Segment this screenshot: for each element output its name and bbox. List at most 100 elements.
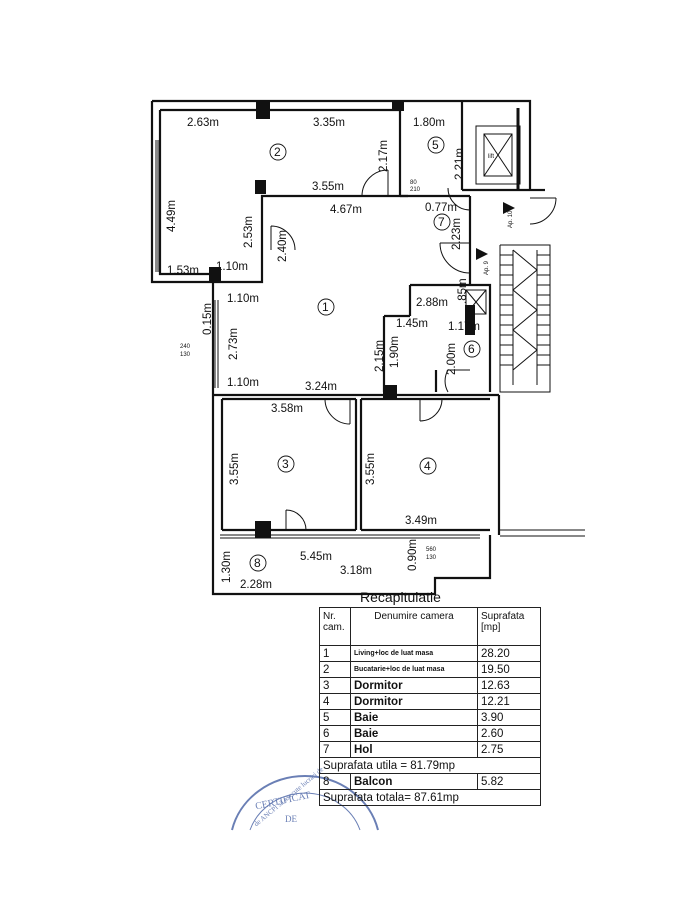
dimension: 1.53m: [167, 265, 199, 277]
dimension: 3.58m: [271, 403, 303, 415]
dimension: 3.55m: [229, 453, 241, 485]
room-number-circle: [317, 298, 335, 316]
header-cell: Nr. cam.: [319, 607, 351, 646]
table-cell: Dormitor: [350, 677, 478, 694]
table-cell: 28.20: [477, 645, 541, 662]
dimension: 3.18m: [340, 565, 372, 577]
dimension: 1.80m: [413, 117, 445, 129]
table-cell: Bucatarie+loc de luat masa: [350, 661, 478, 678]
dimension: 1.30m: [221, 551, 233, 583]
dimension: 2.28m: [240, 579, 272, 591]
walls: [150, 99, 545, 596]
room-numbers: 2 1 3 4 5 6 7 8: [249, 136, 481, 572]
ap10-label: Ap. 10: [508, 210, 514, 228]
window-mark: 130: [180, 352, 191, 358]
room-number: 5: [432, 138, 439, 152]
room-number: 6: [468, 342, 475, 356]
dimension: 0.90m: [407, 539, 419, 571]
dimension-labels: 2.63m 3.35m 1.80m 3.55m 4.67m 0.77m 1.53…: [166, 117, 480, 591]
table-cell: 1: [319, 645, 351, 662]
room-number: 7: [438, 215, 445, 229]
room-number-circle: [463, 340, 481, 358]
staircase: [499, 244, 551, 393]
table-cell: 8: [319, 773, 351, 790]
table-row: 6 Baie 2.60: [319, 725, 541, 742]
dimension: 5.45m: [300, 551, 332, 563]
room-number: 1: [322, 300, 329, 314]
entry-arrows: [476, 202, 515, 260]
table-row: 5 Baie 3.90: [319, 709, 541, 726]
structural-columns: [209, 101, 475, 538]
table-cell: 2: [319, 661, 351, 678]
room-number-circle: [249, 554, 267, 572]
table-cell: Living+loc de luat masa: [350, 645, 478, 662]
table-cell: 6: [319, 725, 351, 742]
dimension: 2.17m: [378, 140, 390, 172]
dimension: 2.23m: [451, 218, 463, 250]
table-row: 1 Living+loc de luat masa 28.20: [319, 645, 541, 662]
table-cell: Balcon: [350, 773, 478, 790]
room-number-circle: [277, 455, 295, 473]
table-cell: Dormitor: [350, 693, 478, 710]
room-number-circle: [433, 213, 451, 231]
dimension: 1.10m: [227, 377, 259, 389]
table-cell: 5: [319, 709, 351, 726]
dimension: 2.21m: [454, 148, 466, 180]
recap-table: Nr. cam. Denumire camera Suprafata [mp] …: [319, 607, 541, 806]
dimension: 2.00m: [446, 343, 458, 375]
table-cell: Baie: [350, 725, 478, 742]
ap9-label: Ap. 9: [484, 260, 490, 275]
dimension: 3.55m: [365, 453, 377, 485]
table-row: 8 Balcon 5.82: [319, 773, 541, 790]
header-cell: Denumire camera: [350, 607, 478, 646]
dimension: 0.15m: [202, 303, 214, 335]
room-number: 2: [274, 145, 281, 159]
window-mark: 560: [426, 547, 437, 553]
utila-total: Suprafata utila = 81.79mp: [319, 757, 541, 774]
totala-row: Suprafata totala= 87.61mp: [319, 789, 541, 806]
totala-total: Suprafata totala= 87.61mp: [319, 789, 541, 806]
elevator-label: lift: [488, 154, 494, 160]
table-row: 7 Hol 2.75: [319, 741, 541, 758]
door-mark: 80: [410, 180, 417, 186]
recap-title: Recapitulatie: [360, 589, 441, 605]
table-cell: Baie: [350, 709, 478, 726]
dimension: 1.45m: [396, 318, 428, 330]
window-mark: 240: [180, 344, 191, 350]
table-cell: 12.21: [477, 693, 541, 710]
dimension: 4.49m: [166, 200, 178, 232]
stamp-line2: DE: [285, 814, 297, 824]
door-mark: 210: [410, 187, 421, 193]
dimension: 1.17m: [448, 321, 480, 333]
dimension: 1.10m: [227, 293, 259, 305]
header-cell: Suprafata [mp]: [477, 607, 541, 646]
room-number: 3: [282, 457, 289, 471]
table-cell: 2.60: [477, 725, 541, 742]
table-cell: Hol: [350, 741, 478, 758]
dimension: 1.90m: [389, 336, 401, 368]
table-cell: 12.63: [477, 677, 541, 694]
room-number-circle: [427, 136, 445, 154]
dimension: 3.35m: [313, 117, 345, 129]
dimension: 2.15m: [374, 340, 386, 372]
room-number-circle: [269, 143, 287, 161]
table-row: 3 Dormitor 12.63: [319, 677, 541, 694]
shaft: [465, 289, 487, 315]
dimension: 2.40m: [277, 230, 289, 262]
utila-row: Suprafata utila = 81.79mp: [319, 757, 541, 774]
dimension: .85m: [457, 278, 469, 304]
table-cell: 3.90: [477, 709, 541, 726]
dimension: 1.10m: [216, 261, 248, 273]
window-mark: 130: [426, 555, 437, 561]
table-row: 2 Bucatarie+loc de luat masa 19.50: [319, 661, 541, 678]
table-cell: 2.75: [477, 741, 541, 758]
dimension: 2.88m: [416, 297, 448, 309]
elevator: [475, 108, 521, 190]
room-number-circle: [419, 457, 437, 475]
table-row: 4 Dormitor 12.21: [319, 693, 541, 710]
dimension: 0.77m: [425, 202, 457, 214]
room-number: 8: [254, 556, 261, 570]
table-cell: 3: [319, 677, 351, 694]
dimension: 2.53m: [243, 216, 255, 248]
